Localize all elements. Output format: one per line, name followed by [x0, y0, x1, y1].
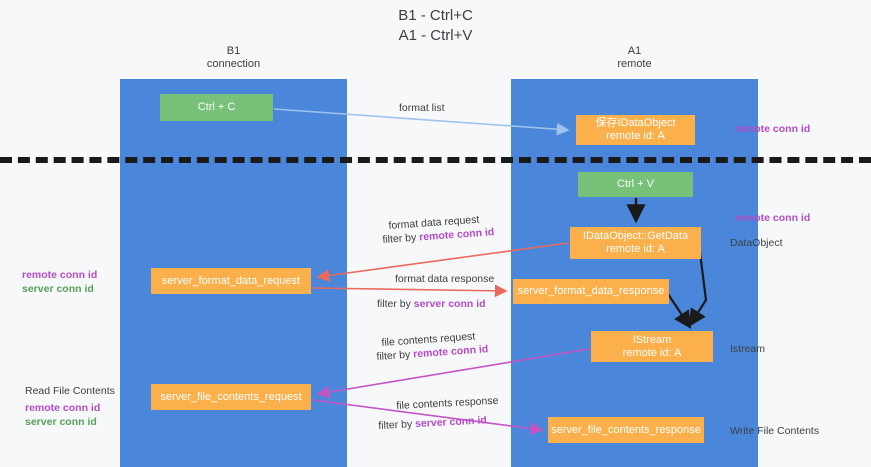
node-server-file-contents-response-label: server_file_contents_response — [551, 423, 701, 436]
annotation-left-conn-ids-2: remote conn id server conn id — [25, 401, 100, 429]
node-getdata-label: IDataObject::GetData — [582, 230, 689, 242]
lane-header-a1-sub: remote — [617, 58, 652, 70]
dashed-divider — [0, 157, 871, 163]
annotation-read-file-contents-text: Read File Contents — [25, 385, 115, 397]
node-server-format-data-request[interactable]: server_format_data_request — [151, 268, 311, 294]
annotation-remote-conn-id-mid: remote conn id — [735, 211, 810, 225]
edge-label-format-list: format list — [399, 101, 445, 115]
annotation-server-conn-id-left-1: server conn id — [22, 283, 94, 295]
annotation-left-conn-ids-1: remote conn id server conn id — [22, 268, 97, 296]
server-conn-id-emph-2: server conn id — [414, 414, 488, 431]
node-ctrl-v[interactable]: Ctrl + V — [578, 172, 693, 197]
node-server-format-data-request-label: server_format_data_request — [161, 274, 301, 287]
edge-label-format-data-response: format data response — [395, 272, 494, 286]
node-istream-label: IStream — [632, 333, 672, 346]
lane-header-a1: A1 remote — [511, 45, 758, 71]
node-ctrl-c-label: Ctrl + C — [197, 101, 236, 113]
node-idataobject[interactable]: 保存IDataObject remote id: A — [576, 115, 695, 145]
title-line-2: A1 - Ctrl+V — [398, 27, 473, 44]
node-idataobject-sublabel: remote id: A — [606, 130, 665, 142]
node-istream[interactable]: IStream remote id: A — [591, 331, 713, 362]
annotation-dataobject-text: DataObject — [730, 237, 783, 249]
annotation-remote-conn-id-left-2: remote conn id — [25, 402, 101, 414]
node-istream-sublabel: remote id: A — [622, 346, 682, 359]
remote-conn-id-emph-1: remote conn id — [418, 226, 495, 244]
annotation-write-file-contents: Write File Contents — [730, 424, 819, 438]
annotation-remote-conn-id-top: remote conn id — [735, 122, 810, 136]
node-server-file-contents-request-label: server_file_contents_request — [160, 390, 302, 403]
server-conn-id-emph-1: server conn id — [413, 298, 486, 310]
edge-label-file-contents-response-filter: filter by server conn id — [378, 413, 487, 433]
annotation-remote-conn-id-top-text: remote conn id — [735, 123, 811, 135]
node-server-format-data-response-label: server_format_data_response — [517, 285, 665, 297]
annotation-server-conn-id-left-2: server conn id — [25, 416, 97, 428]
node-server-file-contents-request[interactable]: server_file_contents_request — [151, 384, 311, 410]
node-ctrl-v-label: Ctrl + V — [617, 178, 654, 190]
annotation-write-file-contents-text: Write File Contents — [730, 425, 820, 437]
node-server-file-contents-response[interactable]: server_file_contents_response — [548, 417, 704, 443]
title-line-1: B1 - Ctrl+C — [398, 7, 473, 24]
node-server-format-data-response[interactable]: server_format_data_response — [513, 279, 669, 304]
node-ctrl-c[interactable]: Ctrl + C — [160, 94, 273, 121]
page-title: B1 - Ctrl+C A1 - Ctrl+V — [0, 6, 871, 46]
annotation-dataobject: DataObject — [730, 236, 783, 250]
annotation-istream: Istream — [730, 342, 765, 356]
filter-by-text-3: filter by — [376, 348, 411, 363]
annotation-remote-conn-id-mid-text: remote conn id — [735, 212, 811, 224]
filter-by-text-4: filter by — [378, 418, 413, 432]
edge-label-file-contents-response: file contents response — [396, 394, 499, 413]
node-idataobject-label: 保存IDataObject — [595, 117, 676, 129]
filter-by-text-2: filter by — [377, 298, 411, 310]
lane-header-a1-name: A1 — [627, 45, 642, 57]
annotation-remote-conn-id-left-1: remote conn id — [22, 269, 98, 281]
remote-conn-id-emph-2: remote conn id — [412, 343, 489, 361]
node-getdata-sublabel: remote id: A — [606, 243, 665, 255]
annotation-istream-text: Istream — [730, 343, 766, 355]
edge-label-format-data-response-text: format data response — [395, 273, 495, 285]
annotation-read-file-contents: Read File Contents — [25, 384, 115, 398]
edge-label-format-data-response-filter: filter by server conn id — [377, 297, 486, 311]
filter-by-text-1: filter by — [382, 231, 417, 246]
lane-header-b1-name: B1 — [226, 45, 241, 57]
lane-header-b1-sub: connection — [206, 58, 261, 70]
edge-label-format-list-text: format list — [399, 102, 445, 114]
edge-label-file-contents-response-text: file contents response — [396, 394, 499, 412]
node-idataobject-getdata[interactable]: IDataObject::GetData remote id: A — [570, 227, 701, 259]
lane-header-b1: B1 connection — [120, 45, 347, 71]
